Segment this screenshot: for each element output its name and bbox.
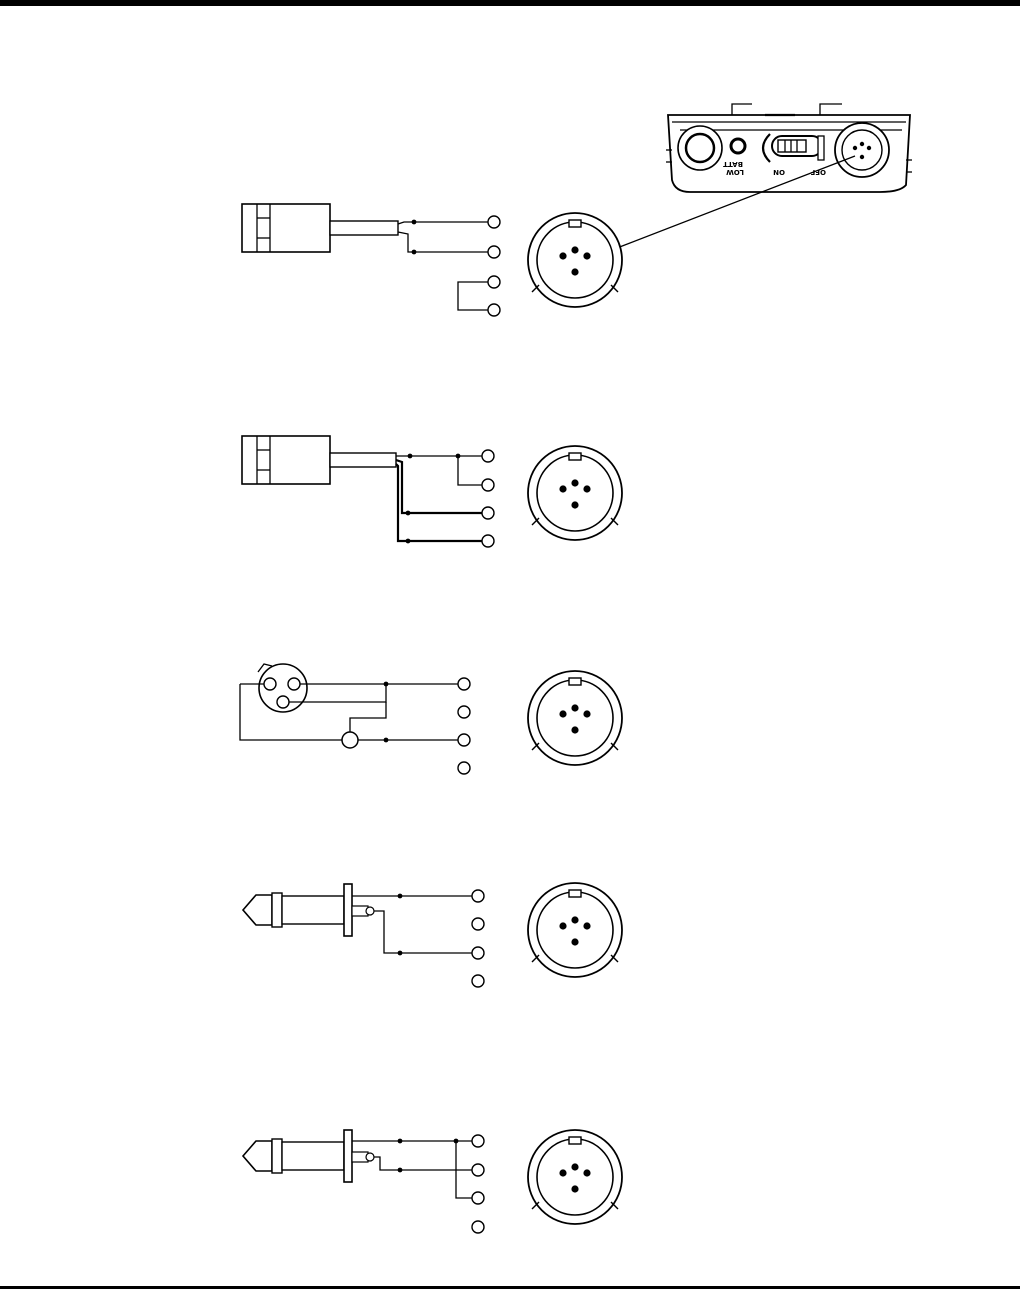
device-input-connector-icon [835, 123, 889, 177]
pin-1 [482, 450, 494, 462]
pin-3 [472, 1192, 484, 1204]
wiring-diagram-5 [243, 1130, 622, 1233]
pin-2 [458, 706, 470, 718]
pin-3 [458, 734, 470, 746]
connector-4pin-icon [528, 213, 622, 307]
wiring-diagram-4 [243, 883, 622, 987]
bnc-plug-icon [242, 204, 398, 252]
xlr-socket-icon [258, 664, 307, 712]
on-label: ON [773, 168, 785, 176]
connector-4pin-icon [528, 1130, 622, 1224]
batt-low-led-icon [731, 139, 745, 153]
pin-1 [472, 1135, 484, 1147]
pin-4 [458, 762, 470, 774]
pin-4 [472, 1221, 484, 1233]
pin-1 [472, 890, 484, 902]
shield-lug-icon [342, 732, 358, 748]
pin-4 [488, 304, 500, 316]
bnc-plug-icon [242, 436, 396, 484]
batt-label: BATT [723, 160, 743, 168]
low-label: LOW [726, 168, 744, 176]
pin-2 [482, 479, 494, 491]
phone-plug-trs-icon [243, 1130, 374, 1182]
device-top-panel: BATT LOW ON OFF [666, 104, 912, 192]
connector-4pin-icon [528, 446, 622, 540]
wiring-diagram-2 [242, 436, 622, 547]
pin-2 [472, 1164, 484, 1176]
pin-2 [472, 918, 484, 930]
pin-3 [472, 947, 484, 959]
headphone-jack-icon [678, 126, 722, 170]
pin-1 [458, 678, 470, 690]
pin-1 [488, 216, 500, 228]
pin-4 [482, 535, 494, 547]
connector-4pin-icon [528, 883, 622, 977]
wiring-diagram-3 [240, 664, 622, 774]
wiring-diagram-1 [242, 204, 622, 316]
pin-4 [472, 975, 484, 987]
phone-plug-trs-icon [243, 884, 374, 936]
connector-4pin-icon [528, 671, 622, 765]
pin-2 [488, 246, 500, 258]
pin-3 [488, 276, 500, 288]
pin-3 [482, 507, 494, 519]
